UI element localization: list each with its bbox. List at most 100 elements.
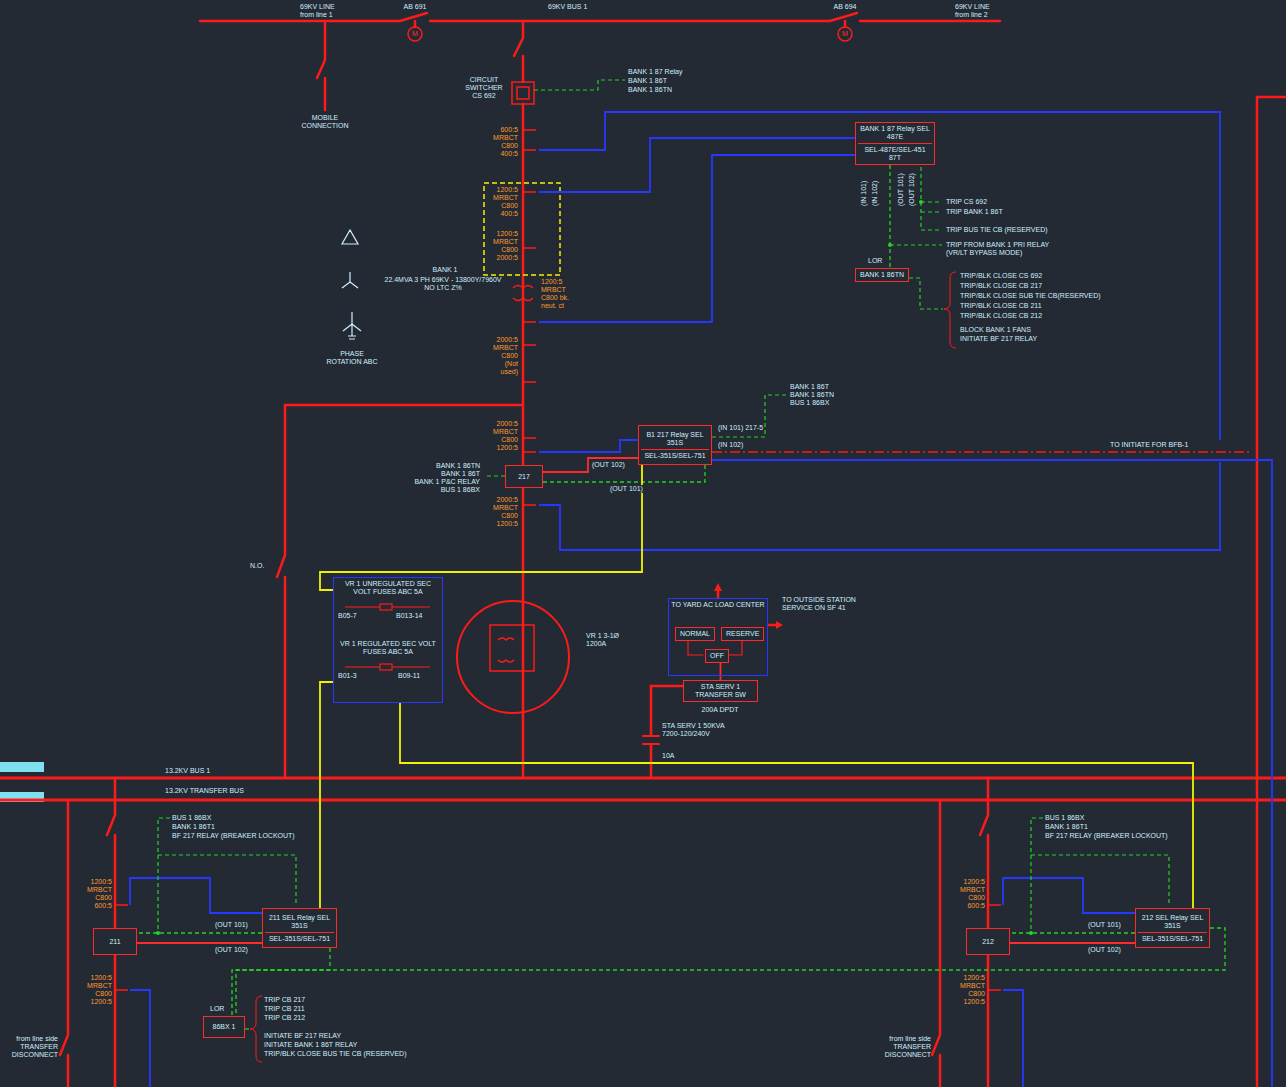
annotation-label: TRIP/BLK CLOSE CB 211 — [960, 302, 1042, 310]
connector-line — [320, 465, 642, 590]
winding-symbols — [342, 230, 361, 339]
annotation-label: TRIP CB 211 — [264, 1005, 305, 1013]
power-wiring — [932, 800, 940, 1087]
annotation-label: from line side TRANSFER DISCONNECT — [881, 1035, 931, 1059]
fuse-symbol — [345, 604, 430, 670]
power-wiring — [408, 27, 422, 41]
control-wiring — [158, 818, 170, 933]
power-wiring — [317, 21, 325, 110]
annotation-label: BANK 1 86T1 — [1045, 823, 1088, 831]
annotation-label: INITIATE BF 217 RELAY — [960, 335, 1037, 343]
control-wiring — [158, 80, 1169, 1029]
breaker-box: 217 — [505, 465, 543, 488]
annotation-label: N.O. — [250, 562, 264, 570]
node-text: VR 1 UNREGULATED SEC VOLT FUSES ABC 5A — [336, 580, 440, 640]
node-text: VR 1 REGULATED SEC VOLT FUSES ABC 5A — [336, 640, 440, 700]
node-text: 211 SEL Relay SEL 351S — [265, 914, 334, 930]
power-wiring — [0, 778, 1286, 800]
annotation-label: TRIP CB 212 — [264, 1014, 305, 1022]
annotation-label: 2000:5 MRBCT C800 (Not used) — [488, 336, 518, 376]
annotation-label: 200A DPDT — [695, 706, 745, 714]
current-transformer — [115, 130, 1001, 990]
annotation-label: TRIP BANK 1 86T — [946, 208, 1003, 216]
annotation-label: (OUT 102) — [908, 173, 916, 206]
annotation-label: BANK 1 86TN — [628, 86, 672, 94]
junction-dot — [919, 200, 923, 204]
control-wiring — [1031, 818, 1043, 933]
connector-line — [320, 682, 333, 908]
power-wiring — [0, 13, 1286, 1087]
annotation-label: TRIP CB 217 — [264, 996, 305, 1004]
breaker-box: 211 — [93, 928, 137, 955]
annotation-label: 2000:5 MRBCT C800 1200:5 — [488, 420, 518, 452]
connector-line — [236, 928, 1225, 1016]
annotation-label: 69KV LINE from line 2 — [955, 3, 1001, 19]
annotation-label: LOR — [210, 1005, 224, 1013]
relay-box: 211 SEL Relay SEL 351SSEL-351S/SEL-751 — [262, 908, 337, 948]
annotation-label: 22.4MVA 3 PH 69KV - 13800Y/7960V NO LTC … — [383, 276, 503, 292]
annotation-label: 1200:5 MRBCT C800 bk. neut. ct — [541, 278, 575, 310]
control-wiring — [921, 160, 942, 230]
annotation-label: STA SERV 1 50KVA 7200-120/240V — [662, 722, 732, 738]
annotation-label: 1200:5 MRBCT C800 600:5 — [82, 878, 112, 910]
annotation-label: M — [411, 30, 419, 38]
ct-wiring — [712, 460, 1272, 1087]
annotation-label: INITIATE BF 217 RELAY — [264, 1032, 341, 1040]
switch-position: OFF — [705, 649, 729, 663]
annotation-label: BANK 1 P&C RELAY — [396, 478, 480, 486]
annotation-label: TO OUTSIDE STATION SERVICE ON SF 41 — [782, 596, 877, 612]
node-text: SEL-351S/SEL-751 — [641, 449, 709, 460]
node-text: BANK 1 87 Relay SEL 487E — [858, 125, 932, 141]
node-text: STA SERV 1 TRANSFER SW — [686, 683, 755, 699]
connector-line — [543, 458, 638, 472]
power-wiring — [415, 21, 845, 27]
annotation-label: 13.2KV TRANSFER BUS — [165, 787, 244, 795]
power-transformer — [513, 286, 533, 301]
connector-label: (OUT 101) — [610, 485, 643, 493]
node-text: 217 — [508, 473, 540, 481]
annotation-label: TRIP CS 692 — [946, 198, 987, 206]
fuse-symbol — [380, 604, 392, 610]
control-wiring — [245, 1028, 249, 1029]
annotation-label: BANK 1 86T — [396, 470, 480, 478]
annotation-label: TRIP/BLK CLOSE CB 212 — [960, 312, 1042, 320]
annotation-label: BANK 1 86TN — [396, 462, 480, 470]
lockout-box: BANK 1 86TN — [855, 268, 909, 282]
annotation-label: 1200:5 MRBCT C800 400:5 — [488, 186, 518, 218]
annotation-label: PHASE ROTATION ABC — [322, 350, 382, 366]
annotation-label: BANK 1 87 Relay — [628, 68, 682, 76]
ct-wiring — [130, 990, 150, 1087]
control-wiring — [890, 244, 942, 245]
annotation-label: TO INITIATE FOR BFB-1 — [1110, 441, 1188, 449]
annotation-label: 10A — [662, 752, 674, 760]
connector-line — [137, 942, 262, 944]
node-text: 212 — [969, 938, 1007, 946]
annotation-label: BUS 1 86BX — [790, 399, 829, 407]
ct-wiring — [1003, 878, 1135, 913]
node-text: 211 — [96, 938, 134, 946]
control-wiring — [158, 855, 296, 906]
annotation-label: 2000:5 MRBCT C800 1200:5 — [488, 496, 518, 528]
annotation-label: TRIP FROM BANK 1 PRI RELAY (VR/LT BYPASS… — [946, 241, 1066, 257]
annotation-label: AB 691 — [400, 3, 430, 11]
annotation-label: BF 217 RELAY (BREAKER LOCKOUT) — [1045, 832, 1168, 840]
node-text: NORMAL — [680, 630, 710, 638]
connector-line — [889, 165, 890, 268]
circuit-switcher — [512, 82, 534, 104]
annotation-label: (IN 101) — [860, 181, 868, 206]
circuit-switcher — [512, 82, 534, 104]
annotation-label: 69KV LINE from line 1 — [300, 3, 346, 19]
annotation-label: BF 217 RELAY (BREAKER LOCKOUT) — [172, 832, 295, 840]
annotation-label: B013-14 — [396, 612, 422, 620]
annotation-label: B09-11 — [398, 672, 420, 680]
edge-tag — [0, 762, 44, 802]
annotation-label: from line side TRANSFER DISCONNECT — [8, 1035, 58, 1059]
annotation-label: BUS 1 86BX — [1045, 814, 1084, 822]
annotation-label: (IN 102) — [871, 181, 879, 206]
transfer-switch-panel: TO YARD AC LOAD CENTERNORMALRESERVEOFF — [668, 598, 768, 676]
bracket — [944, 272, 956, 348]
control-wiring — [909, 278, 943, 309]
node-text: OFF — [710, 652, 724, 660]
power-wiring — [643, 736, 659, 744]
bushing-ct-box — [484, 183, 560, 275]
